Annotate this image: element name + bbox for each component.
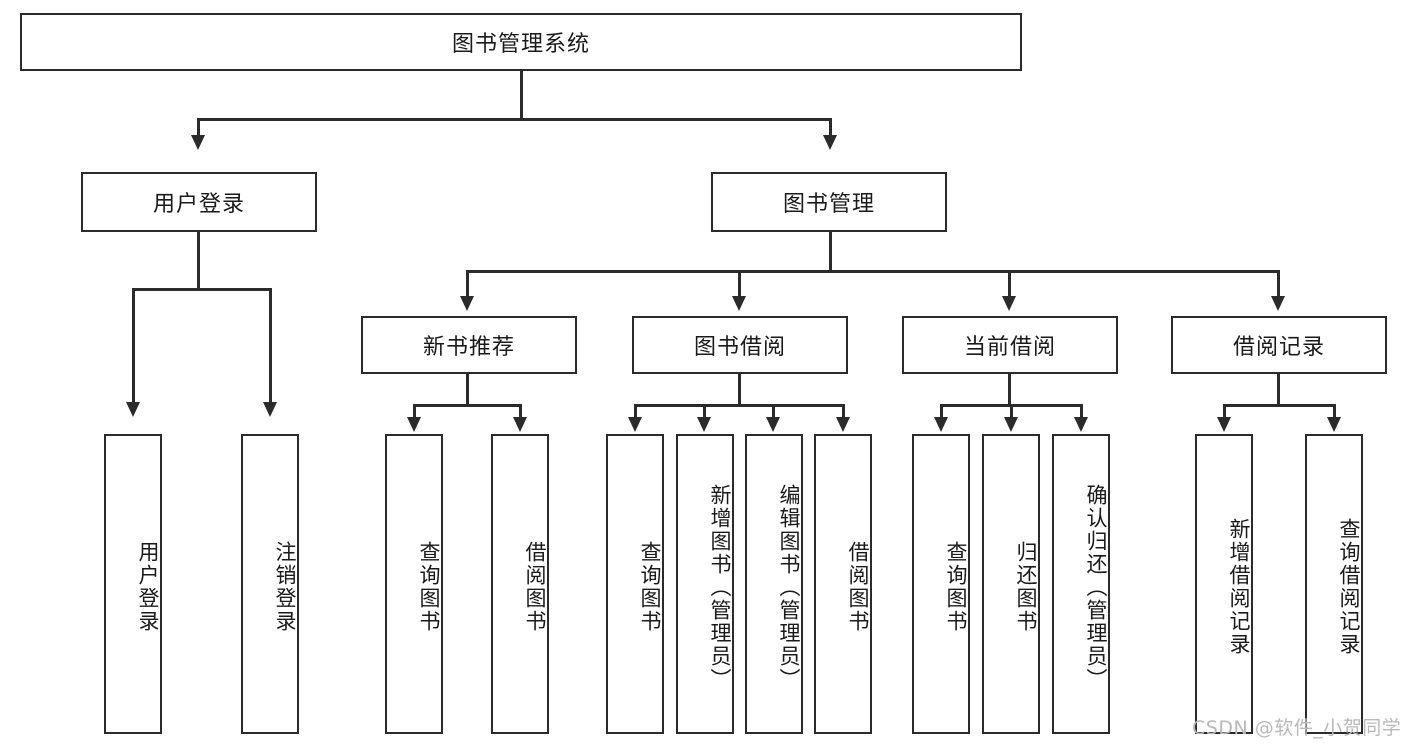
connector-cb-to-leaf-2 — [1010, 404, 1013, 418]
connector-bb-to-leaf-4 — [842, 404, 845, 418]
leaf-add-record[interactable]: 新增借阅记录 — [1195, 434, 1253, 734]
connector-root-to-user-login — [197, 118, 200, 136]
connector-nbr-stem — [466, 374, 469, 405]
arrow-root-to-book-management — [823, 135, 837, 150]
connector-root-bus — [197, 118, 831, 121]
arrow-br-to-leaf-1 — [1217, 417, 1231, 432]
node-user-login[interactable]: 用户登录 — [81, 172, 317, 232]
connector-bb-to-leaf-2 — [703, 404, 706, 418]
node-book-management[interactable]: 图书管理 — [711, 172, 947, 232]
leaf-borrow-book-1[interactable]: 借阅图书 — [491, 434, 549, 734]
connector-bb-bus — [634, 404, 844, 407]
connector-nbr-bus — [413, 404, 519, 407]
connector-user-login-bus — [132, 288, 270, 291]
arrow-cb-to-leaf-2 — [1004, 417, 1018, 432]
connector-bm-to-book-borrow — [738, 270, 741, 297]
arrow-user-login-to-leaf-2 — [263, 402, 277, 417]
arrow-bm-to-current-borrow — [1002, 296, 1016, 311]
leaf-add-book[interactable]: 新增图书（管理员） — [676, 434, 734, 734]
connector-nbr-to-leaf-2 — [519, 404, 522, 418]
connector-nbr-to-leaf-1 — [413, 404, 416, 418]
connector-br-bus — [1223, 404, 1333, 407]
connector-root-stem — [520, 71, 523, 119]
arrow-root-to-user-login — [191, 135, 205, 150]
connector-bb-stem — [738, 374, 741, 405]
connector-root-to-book-management — [829, 118, 832, 136]
connector-bb-to-leaf-1 — [634, 404, 637, 418]
arrow-bm-to-borrow-record — [1271, 296, 1285, 311]
connector-bm-to-new-book-recommend — [466, 270, 469, 297]
connector-br-to-leaf-1 — [1223, 404, 1226, 418]
node-current-borrow[interactable]: 当前借阅 — [902, 316, 1118, 374]
node-root-book-management-system[interactable]: 图书管理系统 — [20, 13, 1022, 71]
leaf-confirm-return[interactable]: 确认归还（管理员） — [1052, 434, 1110, 734]
arrow-cb-to-leaf-3 — [1074, 417, 1088, 432]
connector-bm-to-borrow-record — [1277, 270, 1280, 297]
connector-br-to-leaf-2 — [1333, 404, 1336, 418]
arrow-bb-to-leaf-1 — [628, 417, 642, 432]
watermark-text: CSDN @软件_小贺同学 — [1192, 717, 1402, 739]
connector-user-login-to-leaf-1 — [132, 288, 135, 403]
connector-bb-to-leaf-3 — [772, 404, 775, 418]
arrow-br-to-leaf-2 — [1327, 417, 1341, 432]
arrow-bm-to-book-borrow — [732, 296, 746, 311]
arrow-bb-to-leaf-3 — [766, 417, 780, 432]
connector-book-management-bus — [466, 270, 1280, 273]
node-new-book-recommend[interactable]: 新书推荐 — [361, 316, 577, 374]
arrow-bb-to-leaf-2 — [697, 417, 711, 432]
leaf-query-record[interactable]: 查询借阅记录 — [1305, 434, 1363, 734]
connector-cb-to-leaf-3 — [1080, 404, 1083, 418]
arrow-nbr-to-leaf-1 — [407, 417, 421, 432]
leaf-logout[interactable]: 注销登录 — [241, 434, 299, 734]
connector-br-stem — [1277, 374, 1280, 405]
leaf-edit-book[interactable]: 编辑图书（管理员） — [745, 434, 803, 734]
leaf-borrow-book-2[interactable]: 借阅图书 — [814, 434, 872, 734]
connector-cb-stem — [1008, 374, 1011, 405]
arrow-bm-to-new-book-recommend — [460, 296, 474, 311]
node-borrow-record[interactable]: 借阅记录 — [1171, 316, 1387, 374]
leaf-user-login[interactable]: 用户登录 — [104, 434, 162, 734]
arrow-bb-to-leaf-4 — [836, 417, 850, 432]
arrow-nbr-to-leaf-2 — [513, 417, 527, 432]
leaf-query-book-1[interactable]: 查询图书 — [385, 434, 443, 734]
connector-book-management-stem — [829, 232, 832, 271]
connector-user-login-to-leaf-2 — [269, 288, 272, 403]
leaf-return-book[interactable]: 归还图书 — [982, 434, 1040, 734]
leaf-query-book-3[interactable]: 查询图书 — [912, 434, 970, 734]
connector-bm-to-current-borrow — [1008, 270, 1011, 297]
arrow-user-login-to-leaf-1 — [126, 402, 140, 417]
arrow-cb-to-leaf-1 — [934, 417, 948, 432]
node-book-borrow[interactable]: 图书借阅 — [632, 316, 848, 374]
leaf-query-book-2[interactable]: 查询图书 — [606, 434, 664, 734]
connector-cb-to-leaf-1 — [940, 404, 943, 418]
connector-user-login-stem — [197, 232, 200, 289]
